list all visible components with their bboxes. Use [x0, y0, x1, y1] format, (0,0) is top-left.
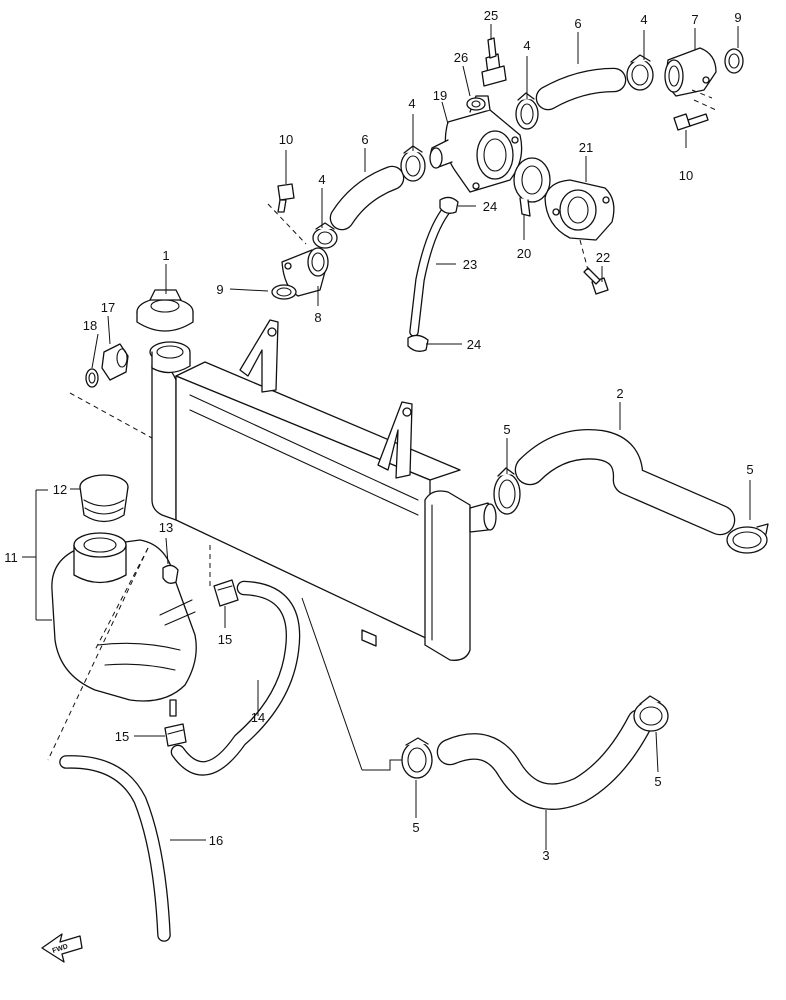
- callout-10: 10: [679, 168, 693, 183]
- sensor-washer: [466, 97, 486, 111]
- callout-22: 22: [596, 250, 610, 265]
- callout-21: 21: [579, 140, 593, 155]
- assembly-guides: [267, 89, 717, 271]
- callout-25: 25: [484, 8, 498, 23]
- bypass-hose-23: [409, 203, 453, 337]
- callout-3: 3: [542, 848, 549, 863]
- callout-4: 4: [640, 12, 647, 27]
- thermostat-cover: [544, 179, 615, 241]
- small-clamp-lower: [407, 334, 429, 352]
- callout-14: 14: [251, 710, 265, 725]
- bolt-left: [277, 183, 295, 213]
- clamp-upper-c: [400, 145, 426, 182]
- lower-hose-clamp-a: [401, 737, 433, 779]
- reservoir-cap: [79, 474, 129, 523]
- hose-clamp-upper: [213, 579, 239, 607]
- thermostat-housing: [429, 95, 523, 193]
- drain-gasket: [85, 368, 99, 388]
- callout-18: 18: [83, 318, 97, 333]
- callout-5: 5: [503, 422, 510, 437]
- fwd-label: FWD: [52, 943, 69, 955]
- leader-lines: [22, 24, 751, 850]
- callout-1: 1: [162, 248, 169, 263]
- bolt-right: [673, 113, 709, 131]
- callout-10: 10: [279, 132, 293, 147]
- callout-15: 15: [115, 729, 129, 744]
- temperature-sensor: [481, 37, 507, 87]
- callout-4: 4: [318, 172, 325, 187]
- upper-hose-6b: [329, 165, 405, 231]
- outlet-fitting: [664, 47, 717, 97]
- lower-hose-clamp-b: [633, 695, 669, 732]
- callout-6: 6: [574, 16, 581, 31]
- overflow-hose-16: [59, 755, 171, 942]
- callout-9: 9: [216, 282, 223, 297]
- small-clamp-upper: [439, 196, 459, 214]
- cover-bolt: [583, 267, 609, 295]
- o-ring-upper: [724, 48, 744, 74]
- thermostat: [513, 157, 551, 217]
- radiator: [69, 319, 497, 661]
- callout-7: 7: [691, 12, 698, 27]
- clamp-upper-b: [626, 54, 654, 91]
- callout-16: 16: [209, 833, 223, 848]
- radiator-cap: [136, 289, 194, 332]
- callout-26: 26: [454, 50, 468, 65]
- callout-numbers: 25 26 4 6 4 7 9 19 4 10 10 6 21 4 24 20 …: [4, 8, 753, 863]
- inlet-fitting: [281, 247, 329, 297]
- callout-6: 6: [361, 132, 368, 147]
- forward-direction-arrow: FWD: [41, 933, 83, 963]
- callout-20: 20: [517, 246, 531, 261]
- callout-12: 12: [53, 482, 67, 497]
- callout-4: 4: [523, 38, 530, 53]
- o-ring-left: [271, 284, 297, 300]
- callout-8: 8: [314, 310, 321, 325]
- callout-5: 5: [412, 820, 419, 835]
- radiator-lower-hose-3: [436, 708, 654, 810]
- reservoir-hose-14: [170, 580, 301, 776]
- callout-5: 5: [746, 462, 753, 477]
- callout-19: 19: [433, 88, 447, 103]
- callout-15: 15: [218, 632, 232, 647]
- callout-24: 24: [467, 337, 481, 352]
- drain-plug: [101, 343, 129, 381]
- reservoir-tank: [47, 532, 197, 761]
- callout-23: 23: [463, 257, 477, 272]
- callout-2: 2: [616, 386, 623, 401]
- callout-4: 4: [408, 96, 415, 111]
- callout-9: 9: [734, 10, 741, 25]
- callout-13: 13: [159, 520, 173, 535]
- radiator-hose-clamp-b: [726, 523, 769, 554]
- hoses: [59, 67, 736, 942]
- callout-11: 11: [4, 550, 18, 565]
- upper-hose-6a: [535, 67, 627, 111]
- callout-17: 17: [101, 300, 115, 315]
- reservoir-clip: [162, 564, 179, 584]
- radiator-hose-clamp-a: [493, 467, 521, 515]
- radiator-upper-hose-2: [514, 429, 736, 536]
- callout-5: 5: [654, 774, 661, 789]
- clamp-upper-d: [312, 222, 338, 249]
- callout-24: 24: [483, 199, 497, 214]
- hose-clamp-lower: [164, 723, 187, 747]
